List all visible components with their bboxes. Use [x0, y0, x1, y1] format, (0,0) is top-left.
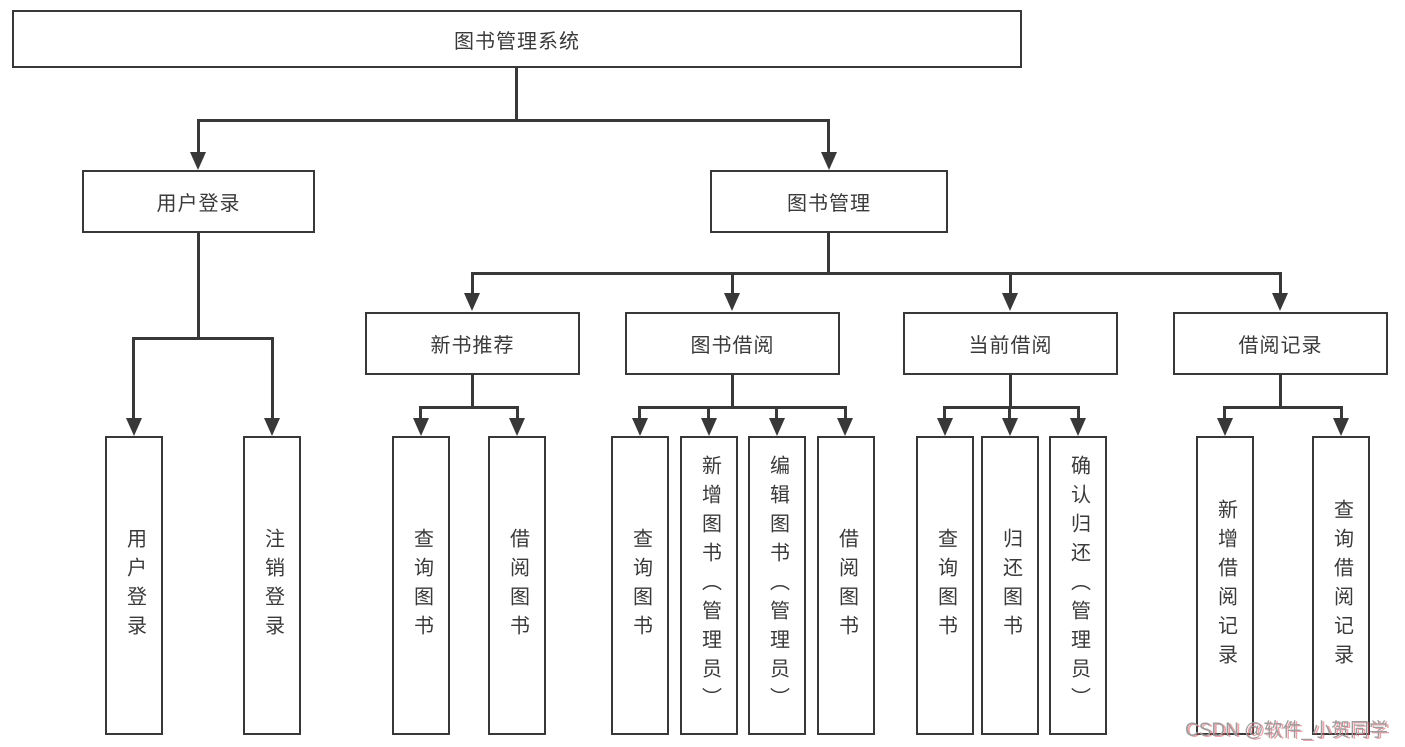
leaf-bb-query-books: 查询图书 [611, 436, 669, 735]
leaf-br-add-record-label: 新增借阅记录 [1214, 498, 1237, 673]
connector-g3-d-stem [844, 406, 847, 420]
leaf-logout: 注销登录 [243, 436, 301, 735]
csdn-watermark: CSDN @软件_小贺同学 [1185, 720, 1388, 741]
node-root-label: 图书管理系统 [454, 30, 580, 53]
connector-g2-a-stem [419, 406, 422, 420]
node-new-book-recommend-label: 新书推荐 [430, 335, 515, 357]
arrow-g1-b [264, 418, 280, 436]
leaf-nbr-borrow-books: 借阅图书 [488, 436, 546, 735]
node-borrowing-records: 借阅记录 [1173, 312, 1388, 375]
arrow-g3-d [837, 418, 853, 436]
leaf-user-login-label: 用户登录 [123, 527, 146, 644]
connector-user-login-branch [132, 337, 274, 340]
connector-book-mgmt-stem [827, 233, 830, 275]
leaf-logout-label: 注销登录 [261, 527, 284, 644]
arrow-g4-c [1070, 418, 1086, 436]
leaf-cb-confirm-return-admin-label: 确认归还（管理员） [1067, 455, 1090, 716]
leaf-bb-edit-books-admin: 编辑图书（管理员） [748, 436, 806, 735]
leaf-nbr-query-books-label: 查询图书 [410, 527, 433, 644]
node-current-borrowing-label: 当前借阅 [968, 335, 1053, 357]
connector-to-book-borrow-stem [731, 272, 734, 296]
arrow-g2-a [413, 418, 429, 436]
connector-g5-a-stem [1223, 406, 1226, 420]
connector-root-stem [515, 68, 518, 122]
leaf-bb-query-books-label: 查询图书 [629, 527, 652, 644]
leaf-user-login: 用户登录 [105, 436, 163, 735]
connector-book-borrow-branch [638, 406, 847, 409]
arrow-to-book-borrow [724, 293, 740, 311]
connector-new-book-stem [471, 375, 474, 408]
arrow-to-user-login [190, 152, 206, 170]
arrow-g1-a [126, 418, 142, 436]
leaf-br-query-record: 查询借阅记录 [1312, 436, 1370, 735]
node-current-borrowing: 当前借阅 [903, 312, 1118, 375]
connector-current-borrow-branch [943, 406, 1080, 409]
arrow-g5-a [1217, 418, 1233, 436]
connector-g4-b-stem [1008, 406, 1011, 420]
connector-g3-a-stem [638, 406, 641, 420]
leaf-cb-return-books: 归还图书 [981, 436, 1039, 735]
connector-g1-a-stem [132, 337, 135, 420]
connector-g1-b-stem [271, 337, 274, 420]
leaf-br-query-record-label: 查询借阅记录 [1330, 498, 1353, 673]
node-user-login-label: 用户登录 [156, 193, 241, 215]
node-book-borrowing: 图书借阅 [625, 312, 840, 375]
arrow-g3-c [769, 418, 785, 436]
connector-g4-a-stem [943, 406, 946, 420]
connector-borrow-records-stem [1279, 375, 1282, 408]
connector-g2-b-stem [516, 406, 519, 420]
connector-level3-branch [471, 272, 1282, 275]
leaf-bb-borrow-books: 借阅图书 [817, 436, 875, 735]
connector-user-login-stem [197, 233, 200, 339]
leaf-cb-confirm-return-admin: 确认归还（管理员） [1049, 436, 1107, 735]
connector-to-book-mgmt-stem [827, 119, 830, 155]
connector-book-borrow-stem [731, 375, 734, 408]
arrow-g3-a [632, 418, 648, 436]
node-user-login: 用户登录 [82, 170, 315, 233]
arrow-to-new-book [464, 293, 480, 311]
arrow-to-book-mgmt [821, 152, 837, 170]
arrow-g5-b [1333, 418, 1349, 436]
connector-to-new-book-stem [471, 272, 474, 296]
connector-g3-c-stem [775, 406, 778, 420]
node-book-management-label: 图书管理 [787, 193, 871, 215]
connector-to-user-login-stem [197, 119, 200, 155]
connector-borrow-records-branch [1223, 406, 1343, 409]
leaf-bb-add-books-admin-label: 新增图书（管理员） [698, 455, 721, 716]
leaf-bb-edit-books-admin-label: 编辑图书（管理员） [766, 455, 789, 716]
node-borrowing-records-label: 借阅记录 [1238, 335, 1323, 357]
leaf-bb-borrow-books-label: 借阅图书 [835, 527, 858, 644]
connector-new-book-branch [419, 406, 519, 409]
node-book-borrowing-label: 图书借阅 [690, 335, 775, 357]
arrow-g3-b [701, 418, 717, 436]
node-root-system: 图书管理系统 [12, 10, 1022, 68]
leaf-nbr-borrow-books-label: 借阅图书 [506, 527, 529, 644]
leaf-cb-query-books-label: 查询图书 [934, 527, 957, 644]
leaf-nbr-query-books: 查询图书 [392, 436, 450, 735]
arrow-g4-a [937, 418, 953, 436]
leaf-cb-return-books-label: 归还图书 [999, 527, 1022, 644]
connector-to-borrow-records-stem [1279, 272, 1282, 296]
arrow-to-borrow-records [1272, 293, 1288, 311]
connector-g5-b-stem [1340, 406, 1343, 420]
connector-to-current-borrow-stem [1009, 272, 1012, 296]
arrow-to-current-borrow [1002, 293, 1018, 311]
arrow-g4-b [1002, 418, 1018, 436]
connector-current-borrow-stem [1009, 375, 1012, 408]
node-new-book-recommend: 新书推荐 [365, 312, 580, 375]
connector-g4-c-stem [1077, 406, 1080, 420]
leaf-br-add-record: 新增借阅记录 [1196, 436, 1254, 735]
leaf-cb-query-books: 查询图书 [916, 436, 974, 735]
leaf-bb-add-books-admin: 新增图书（管理员） [680, 436, 738, 735]
connector-g3-b-stem [707, 406, 710, 420]
node-book-management: 图书管理 [710, 170, 948, 233]
arrow-g2-b [509, 418, 525, 436]
connector-root-branch [197, 119, 830, 122]
